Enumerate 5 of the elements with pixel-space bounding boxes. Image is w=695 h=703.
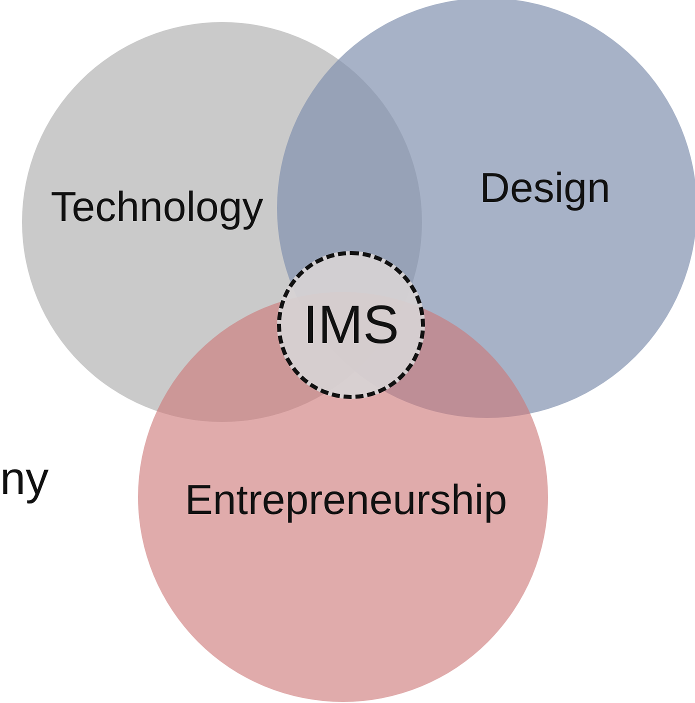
text-fragment: ny	[0, 455, 49, 501]
circle-label: Technology	[50, 186, 264, 228]
circle-label: Entrepreneurship	[184, 479, 508, 521]
circle-label: IMS	[303, 298, 399, 352]
circle-label: Design	[480, 167, 610, 209]
